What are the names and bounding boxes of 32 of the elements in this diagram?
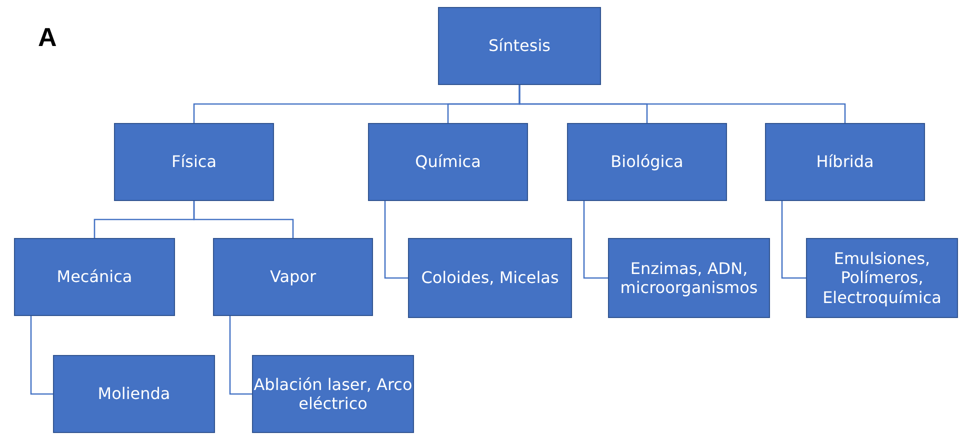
box-label: Híbrida	[816, 152, 874, 172]
box-label: Molienda	[98, 384, 170, 404]
category-box	[567, 123, 727, 201]
box-label: Síntesis	[488, 36, 550, 56]
category-box	[608, 238, 770, 318]
category-box	[114, 123, 274, 201]
box-label: Ablación laser, Arco eléctrico	[253, 374, 413, 414]
category-box	[408, 238, 572, 318]
category-box	[213, 238, 373, 316]
connector-line	[30, 316, 53, 395]
category-box	[806, 238, 958, 318]
connector-line	[781, 201, 806, 279]
category-box	[252, 355, 414, 433]
box-label: Física	[171, 152, 217, 172]
box-label: Biológica	[610, 152, 684, 172]
category-box	[765, 123, 925, 201]
connector-line	[193, 201, 294, 238]
box-label: Vapor	[270, 267, 316, 287]
box-label: Mecánica	[56, 267, 132, 287]
panel-letter: A	[38, 22, 57, 53]
box-label: Enzimas, ADN, microorganismos	[619, 258, 759, 298]
connector-line	[384, 201, 408, 279]
connector-line	[229, 316, 252, 395]
category-box	[14, 238, 175, 316]
connector-line	[518, 85, 846, 123]
box-label: Química	[415, 152, 481, 172]
category-box	[53, 355, 215, 433]
category-box	[368, 123, 528, 201]
connector-line	[583, 201, 608, 279]
box-label: Emulsiones, Polímeros, Electroquímica	[822, 249, 942, 307]
box-label: Coloides, Micelas	[421, 268, 559, 288]
category-box	[438, 7, 601, 85]
